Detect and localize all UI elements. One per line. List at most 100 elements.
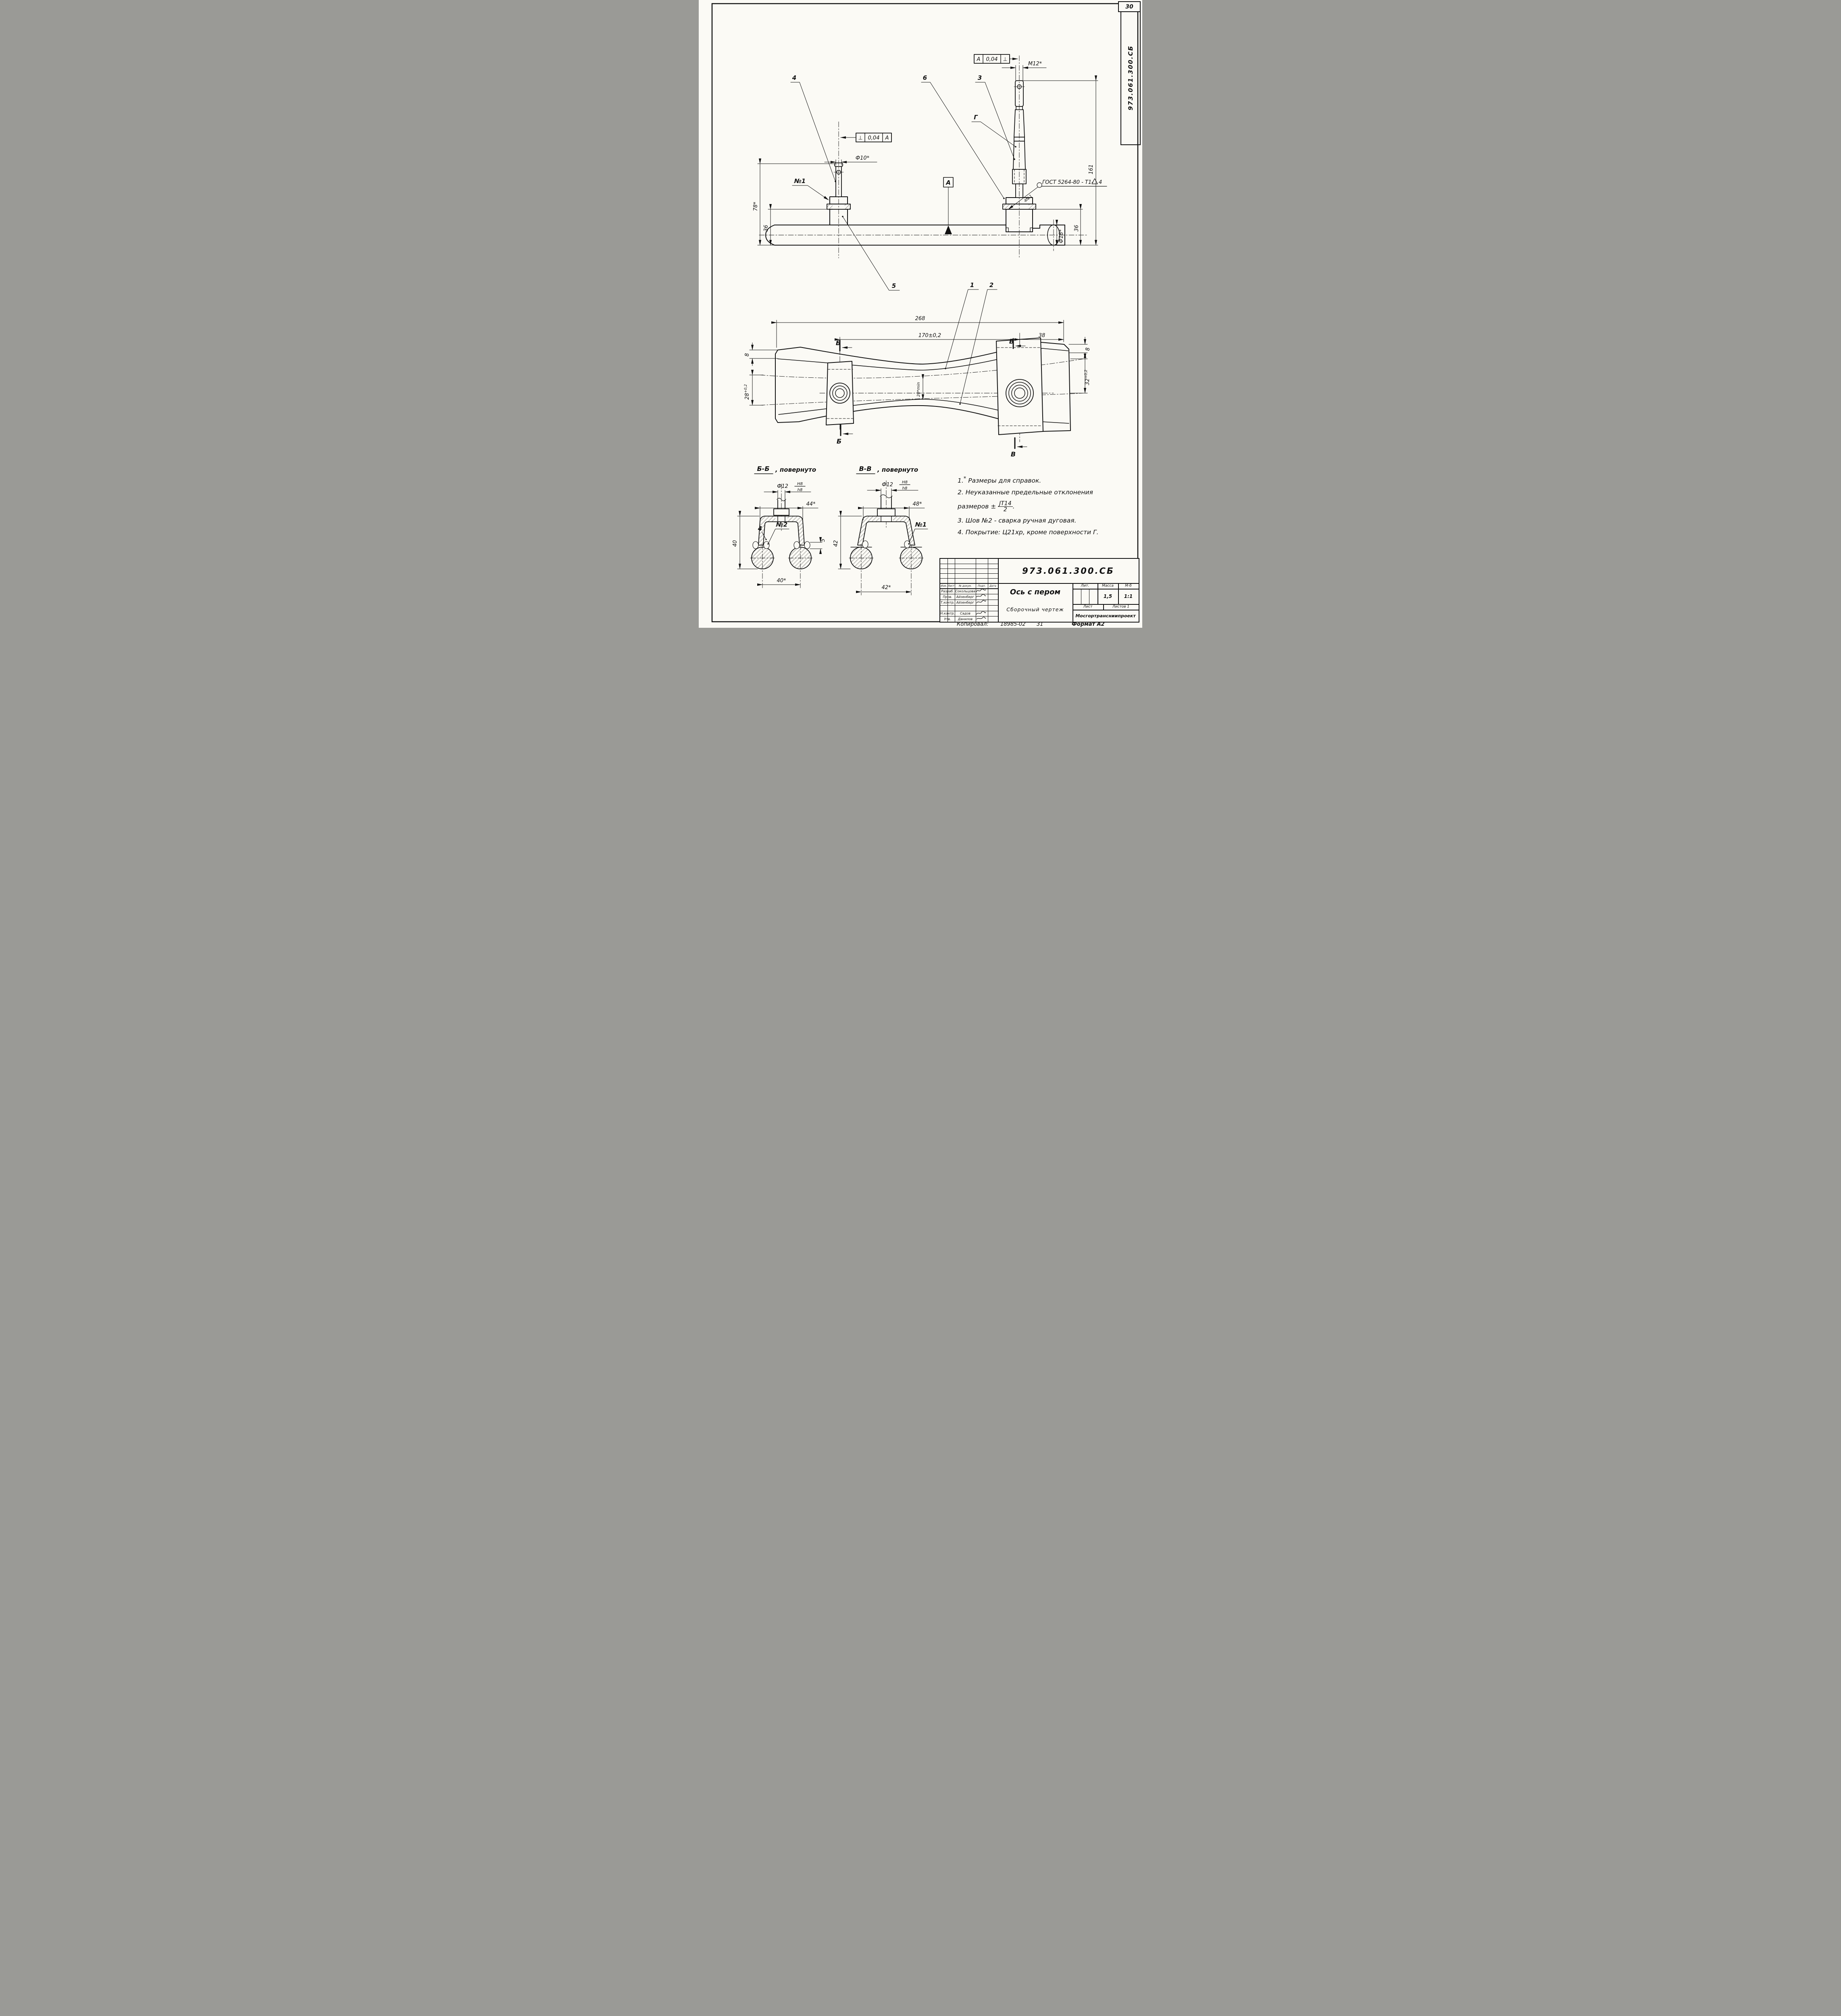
note-3: 3. Шов №2 - сварка ручная дуговая. (958, 517, 1077, 525)
note-4: 4. Покрытие: Ц21хр, кроме поверхности Г. (958, 528, 1099, 536)
section-vv-suffix: , повернуто (877, 466, 918, 473)
scale-label: М-б (1125, 584, 1132, 588)
sheets-label: Листов 1 (1112, 605, 1130, 609)
datum-triangle-icon (945, 225, 952, 234)
right-post (1002, 55, 1036, 258)
col-doc: № докум. (958, 584, 972, 587)
dim-text-44: 44* (806, 501, 816, 507)
right-boss-plan (996, 337, 1043, 435)
staff-name: Сокольцова (955, 589, 975, 593)
surface-label-g: Г (974, 114, 978, 121)
staff-name: Айзенберг (956, 600, 975, 604)
part-label-4-bb: 4 (758, 525, 762, 532)
datum-letter: А (945, 179, 951, 186)
section-bb-title: Б-Б (757, 465, 769, 473)
tol-datum: А (977, 56, 981, 62)
left-boss-plan (826, 361, 854, 425)
weld-label-no1-vv: №1 (915, 521, 927, 528)
dim-text-36l: 36 (763, 225, 769, 232)
doc-number: 973.061.300.СБ (1022, 566, 1114, 576)
weld-beads-vv (862, 540, 910, 548)
note-1: 1.* Размеры для справок. (958, 476, 1041, 485)
fit-den-vv: h8 (902, 486, 908, 491)
section-letter-v-top: В (1009, 337, 1014, 345)
tol-symbol: ⊥ (858, 135, 862, 141)
col-podp: Подп. (978, 584, 986, 587)
left-post (827, 121, 851, 258)
dim-f18-36r: Ф18* 36 (1032, 204, 1083, 246)
part-label-6: 6 (923, 74, 927, 81)
staff-role: Т.контр. (940, 600, 955, 604)
format-label: Формат А2 (1072, 621, 1105, 627)
drawing-canvas: А ⊥ 0,04 А А 0,04 ⊥ М12* (711, 3, 1139, 623)
mass-label: Масса (1102, 584, 1114, 588)
weld-flag-circle-icon (1037, 182, 1042, 188)
signature (976, 611, 988, 616)
weld-label-no2: №2 (776, 521, 787, 528)
section-vv-title: В-В (859, 465, 871, 473)
tol-value: 0,04 (986, 56, 998, 62)
weld-note-text: ГОСТ 5264-80 - Т1- (1042, 179, 1093, 185)
col-izm: Изм. (941, 584, 947, 587)
part-label-1: 1 (970, 281, 974, 289)
dim-text-268: 268 (915, 316, 925, 322)
dims-bb: Ф12 H8 h8 44* 40 5 40* (732, 482, 826, 586)
col-data: Дата (989, 584, 996, 587)
section-bb: Б-Б , повернуто Ф12 H8 h8 (732, 465, 826, 588)
part-label-2: 2 (989, 281, 993, 289)
mass-value: 1,5 (1103, 594, 1112, 599)
signature (976, 594, 988, 600)
sheet-label: Лист (1083, 605, 1093, 609)
staff-name: Айзенберг (956, 595, 975, 599)
sheet-number-badge: 30 (1118, 1, 1141, 12)
col-list: Лист (948, 584, 955, 587)
tol-symbol: ⊥ (1003, 56, 1007, 62)
signature (976, 600, 988, 605)
vertical-doc-stamp: 973.061.300.СБ (1120, 10, 1141, 145)
dim-text-40: 40 (732, 540, 738, 547)
fit-den-bb: h8 (798, 488, 803, 492)
part-label-5: 5 (892, 282, 896, 289)
section-letter-b-bottom: Б (837, 437, 841, 445)
dim-text-38: 38 (1039, 333, 1045, 339)
staff-role: Пров. (943, 595, 952, 599)
signature (976, 616, 988, 622)
inspection-number: 31 (1037, 621, 1043, 627)
vertical-doc-number: 973.061.300.СБ (1127, 45, 1134, 110)
section-letter-b-top: Б (836, 339, 841, 347)
staff-role (940, 605, 955, 611)
weld-triangle-icon (1091, 178, 1098, 184)
fit-num-bb: H8 (797, 482, 803, 486)
dim-text-48: 48* (912, 501, 922, 507)
dims-vv: Ф12 H8 h8 48* 42 42* (833, 480, 925, 593)
tolerance-frame-top: А 0,04 ⊥ (974, 54, 1018, 64)
tolerance-frame-left: ⊥ 0,04 А (840, 133, 892, 142)
dim-text-m12: М12* (1028, 61, 1042, 67)
doc-type: Сборочный чертеж (1006, 606, 1064, 612)
part-label-4: 4 (792, 74, 796, 81)
part-label-3: 3 (978, 74, 982, 81)
dim-text-8-right: 8 (1085, 348, 1091, 351)
dim-text-f18: Ф18* (1058, 229, 1064, 243)
tol-datum: А (885, 135, 889, 141)
weld-label-no1: №1 (794, 177, 806, 185)
dim-text-f10: Ф10* (856, 155, 870, 161)
dim-m12: М12* (1002, 61, 1047, 81)
datum-a: А (943, 177, 954, 234)
section-bb-suffix: , повернуто (775, 466, 816, 473)
dim-text-28: 28+0,2 (744, 384, 750, 400)
drawing-sheet: А ⊥ 0,04 А А 0,04 ⊥ М12* (699, 0, 1142, 628)
dim-text-8-left: 8 (744, 353, 750, 356)
weld-callout: ГОСТ 5264-80 - Т1- 4 4№1 (1008, 178, 1107, 210)
labels-vv: №1 (908, 521, 928, 545)
dim-text-36r: 36 (1074, 225, 1080, 232)
dim-text-5: 5 (820, 539, 826, 542)
section-letter-v-bottom: В (1011, 450, 1016, 458)
scale-value: 1:1 (1124, 594, 1133, 599)
lit-label: Лит. (1081, 584, 1089, 588)
staff-role: Н.контр. (940, 612, 955, 615)
sheet-frame (711, 3, 1139, 623)
staff-role: Утв. (944, 617, 951, 621)
